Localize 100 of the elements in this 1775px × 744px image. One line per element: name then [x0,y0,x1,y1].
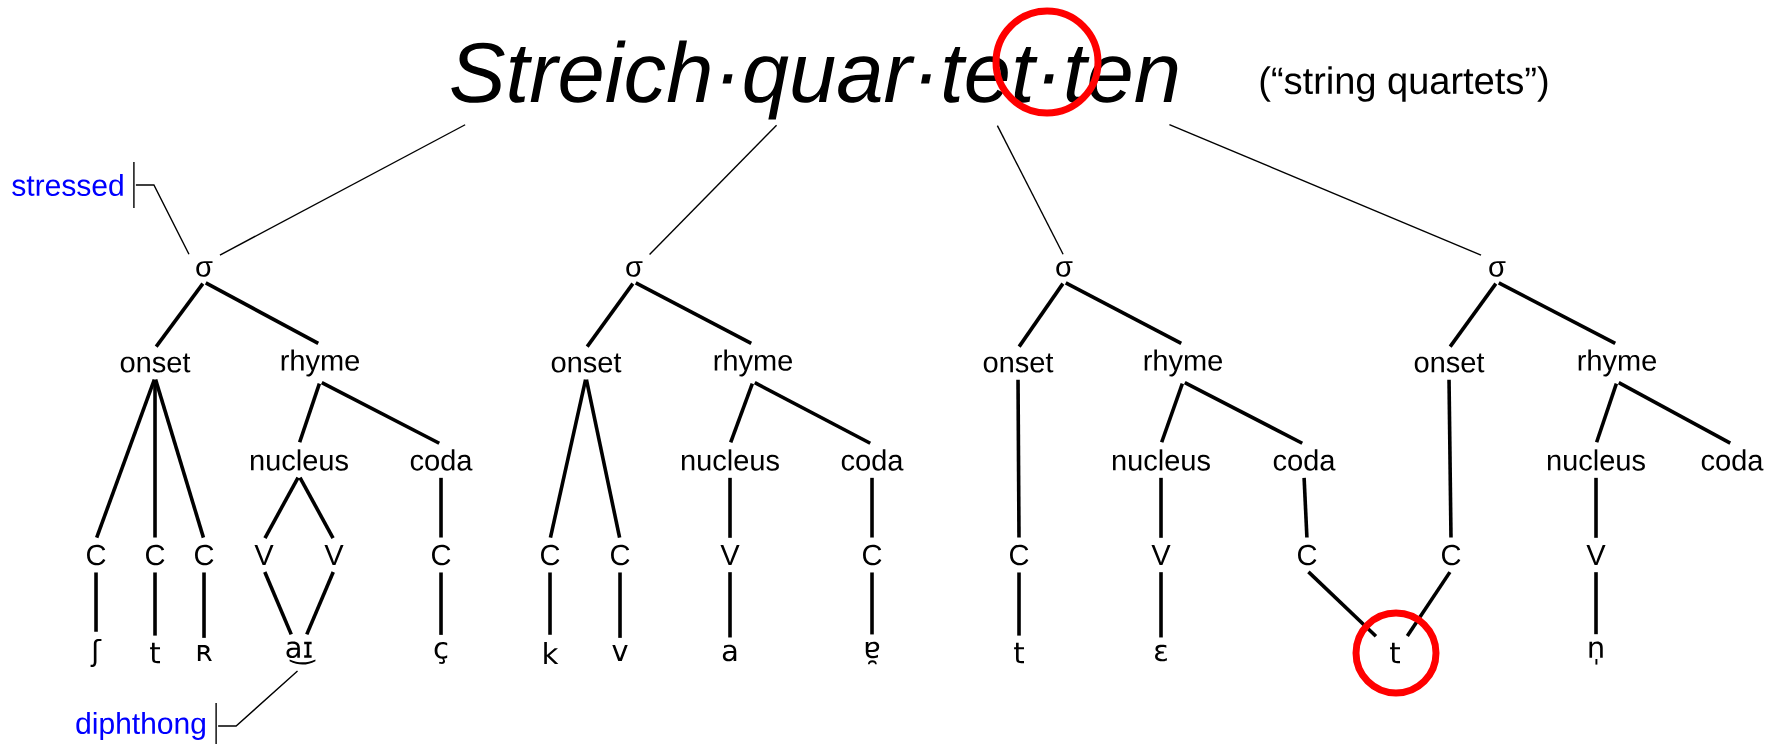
slot-label: C [1010,544,1029,566]
tree-branch [263,571,293,636]
constituent-label: nucleus [1547,449,1645,471]
tree-branch [548,379,588,538]
connector-line [219,124,466,256]
gloss-text: (“string quartets”) [1260,66,1548,102]
slot-label: C [1442,544,1461,566]
phone-symbol: ʃ [90,638,102,668]
constituent-label: rhyme [1578,349,1656,377]
constituent-label: onset [551,353,622,373]
constituent-label: onset [1414,353,1485,373]
slot-label: V [254,545,274,565]
phone-symbol: ɛ [1155,644,1167,662]
tree-branch [1594,572,1598,635]
connector-line [648,124,778,256]
phone-symbol: k [544,642,559,664]
tree-branch [439,477,443,538]
slot-label: V [324,545,344,565]
slot-label: C [1298,544,1317,566]
constituent-label: coda [410,449,473,471]
connector-line [996,124,1064,255]
tree-branch [1183,381,1304,445]
tree-branch [870,477,874,538]
slot-label: C [87,544,106,566]
tree-branch [1617,381,1732,445]
constituent-label: onset [120,353,191,373]
tree-branch [1307,570,1378,638]
phone-symbol: t [1390,642,1400,664]
tree-branch [753,381,872,445]
tree-branch [1448,282,1498,348]
tree-branch [1159,383,1185,443]
tree-branch [1302,477,1309,538]
tree-branch [548,572,552,635]
slot-label: C [195,544,214,566]
tree-branch [95,378,157,539]
phone-symbol: v [612,645,628,661]
phone-symbol: t [150,642,160,664]
leader-line [215,670,299,744]
tree-branch [584,379,622,538]
tree-branch [1064,281,1183,345]
tree-branch [1594,383,1619,443]
tree-branch [154,282,205,348]
constituent-label: nucleus [250,449,348,471]
constituent-label: rhyme [714,349,792,377]
tree-branch [204,281,320,345]
phone-symbol: t [1014,642,1024,664]
tree-branch [1159,477,1163,538]
constituent-label: coda [841,449,904,471]
slot-label: C [146,544,165,566]
phone-symbol: a͜ɪ [286,641,316,665]
leader-line [133,161,190,255]
constituent-label: nucleus [681,449,779,471]
tree-branch [202,572,206,638]
phone-symbol: n̩ [1589,641,1603,665]
tree-branch [439,572,443,635]
phone-symbol: ɐ̯ [865,641,880,665]
tree-branch [1405,571,1452,637]
tree-branch [153,572,157,636]
annotation-label: stressed [12,174,123,196]
tree-branch [729,382,754,443]
tree-branch [728,572,732,638]
slot-label: V [1586,545,1606,565]
tree-branch [634,281,753,345]
tree-branch [1497,281,1617,345]
tree-branch [298,476,335,539]
tree-branch [297,383,322,443]
tree-branch [1447,379,1453,538]
syllable-label: σ [1489,261,1506,277]
tree-branch [618,572,622,638]
slot-label: V [720,545,740,565]
tree-branch [1594,477,1598,538]
slot-label: C [611,544,630,566]
tree-branch [263,476,300,539]
tree-branch [153,379,206,539]
slot-label: C [541,544,560,566]
tree-branch [870,572,874,635]
slot-label: C [432,544,451,566]
connector-line [1168,123,1482,256]
syllable-label: σ [1056,261,1073,277]
tree-branch [305,571,335,636]
tree-branch [94,572,98,632]
tree-branch [1159,572,1163,638]
constituent-label: rhyme [281,349,359,377]
annotation-label: diphthong [76,712,205,740]
slot-label: C [863,544,882,566]
tree-branch [728,477,732,538]
tree-branch [585,282,635,348]
constituent-label: rhyme [1144,349,1222,377]
tree-branch [1016,379,1021,538]
tree-branch [153,379,157,538]
syllable-label: σ [196,261,213,277]
slot-label: V [1151,545,1171,565]
constituent-label: coda [1273,449,1336,471]
constituent-label: coda [1701,449,1764,471]
tree-branch [1017,282,1065,348]
phone-symbol: ç [434,642,448,664]
phone-symbol: a [722,644,737,662]
syllable-label: σ [626,261,643,277]
constituent-label: onset [983,353,1054,373]
phone-symbol: ʀ [197,645,212,661]
